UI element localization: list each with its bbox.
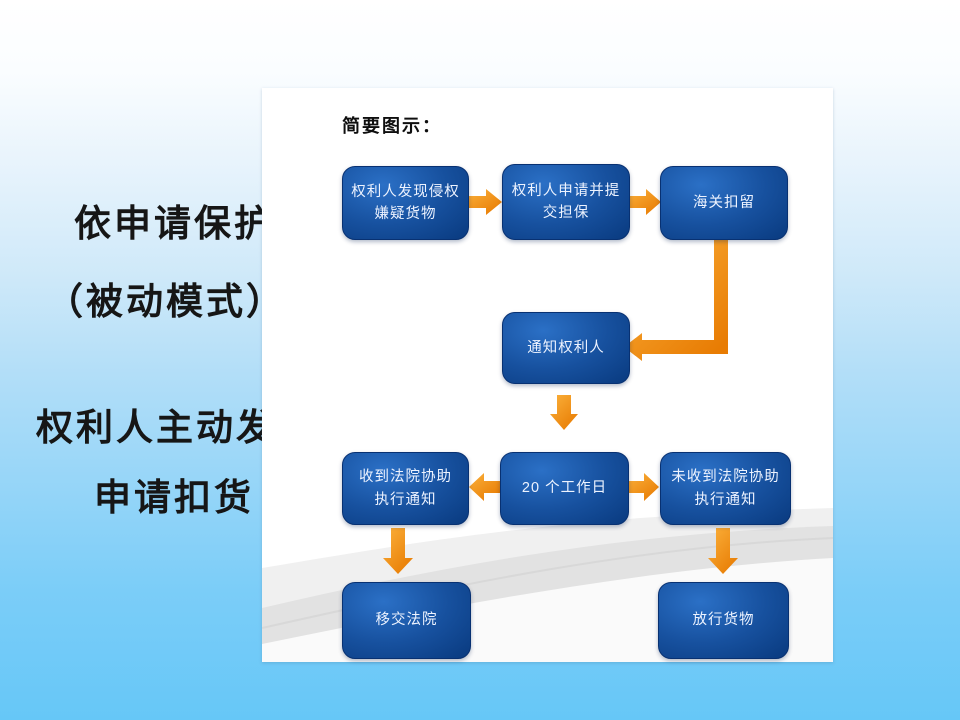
node-notify-rights-holder: 通知权利人 (502, 312, 630, 384)
node-apply-and-guarantee: 权利人申请并提 交担保 (502, 164, 630, 240)
diagram-panel: 简要图示： 权利人发现侵权 嫌疑货物 权利人申请并提 交担保 海关扣留 通知权利… (262, 88, 833, 662)
node-20-working-days: 20 个工作日 (500, 452, 629, 525)
side-caption-line-3: 权利人主动发 (36, 407, 276, 448)
arrow-notreceived-release (708, 528, 738, 574)
node-court-notice-received: 收到法院协助 执行通知 (342, 452, 469, 525)
arrow-detain-notify (624, 238, 728, 361)
arrow-notify-wait (550, 395, 578, 430)
node-transfer-to-court: 移交法院 (342, 582, 471, 659)
node-customs-detain: 海关扣留 (660, 166, 788, 240)
arrow-apply-detain (629, 189, 661, 215)
side-caption-line-4: 申请扣货 (94, 477, 254, 518)
side-caption-line-1: 依申请保护 (74, 203, 274, 244)
node-court-notice-not-received: 未收到法院协助 执行通知 (660, 452, 791, 525)
side-caption-line-2: （被动模式） (46, 281, 286, 322)
diagram-title: 简要图示： (342, 116, 442, 136)
flow-arrows (383, 189, 738, 574)
arrow-received-court (383, 528, 413, 574)
node-discover-infringing-goods: 权利人发现侵权 嫌疑货物 (342, 166, 469, 240)
arrow-wait-received (469, 473, 500, 501)
node-release-goods: 放行货物 (658, 582, 789, 659)
arrow-wait-notreceived (628, 473, 659, 501)
arrow-discover-apply (468, 189, 502, 215)
